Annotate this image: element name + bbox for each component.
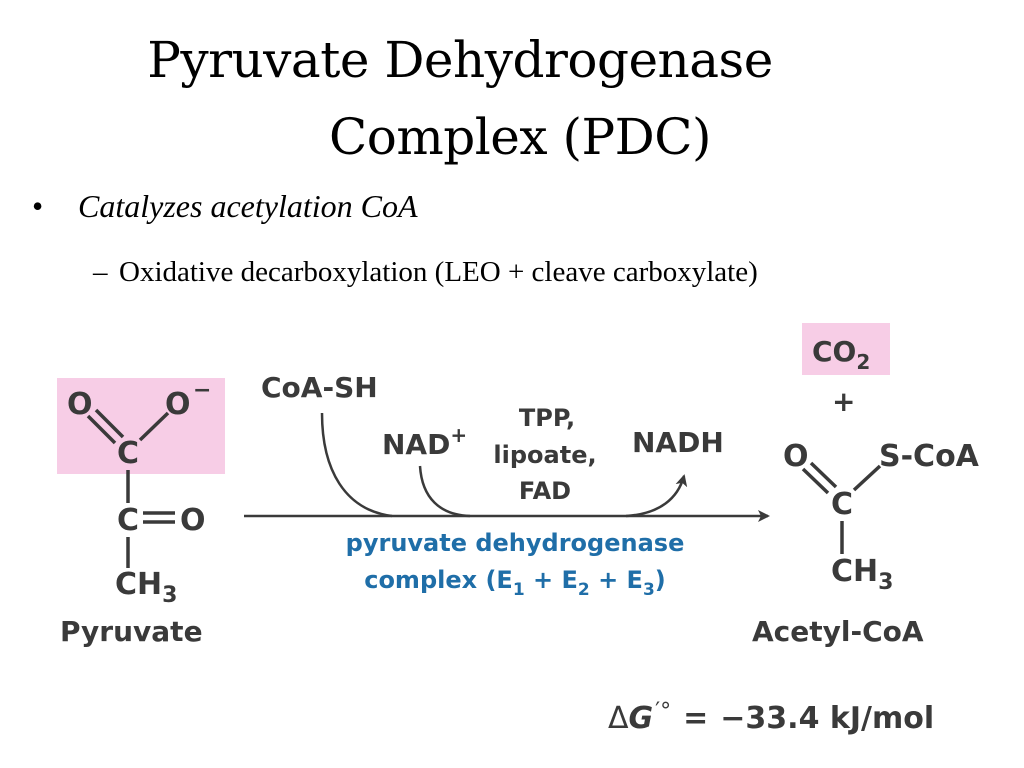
delta-g-expression: ΔG′°=−33.4 kJ/mol [608, 699, 934, 736]
sub-bullet-mark: – [93, 256, 108, 288]
pyruvate-c-keto: C [117, 503, 139, 538]
pyruvate-o-right: O [165, 387, 191, 422]
bullet-mark: • [32, 188, 44, 224]
sub-bullet-oxidative: –Oxidative decarboxylation (LEO + cleave… [93, 256, 758, 289]
nadh-label: NADH [632, 426, 724, 459]
delta-g: ΔG′°=−33.4 kJ/mol [608, 699, 934, 736]
cofactor-fad: FAD [519, 477, 571, 505]
bond-c-o-double-a [86, 414, 117, 445]
cofactor-lipoate: lipoate, [493, 441, 596, 469]
carboxylate-highlight [57, 378, 225, 474]
product-plus: + [832, 385, 855, 418]
bullet-text: Catalyzes acetylation CoA [78, 188, 418, 224]
reaction-arrow-group: CoA-SH NAD+ TPP, lipoate, FAD NADH pyruv… [244, 371, 770, 600]
cofactor-tpp: TPP, [519, 404, 575, 432]
pyruvate-o-charge: − [193, 378, 211, 403]
acetyl-bond-co-b [809, 461, 838, 489]
pyruvate-structure: O O − C C O CH3 Pyruvate [57, 378, 225, 648]
bond-c-o-single [138, 411, 170, 442]
acetyl-coa-label: Acetyl-CoA [752, 615, 924, 648]
acetyl-ch3: CH3 [831, 554, 893, 595]
pyruvate-ch3: CH3 [115, 567, 177, 608]
enzyme-name-line1: pyruvate dehydrogenase [346, 529, 685, 557]
acetyl-bond-cs [852, 464, 882, 492]
nadh-curve [625, 474, 688, 518]
sub-bullet-text: Oxidative decarboxylation (LEO + cleave … [119, 256, 758, 288]
pyruvate-o-keto: O [180, 503, 206, 538]
bullet-catalyzes: • Catalyzes acetylation CoA [32, 188, 418, 225]
pyruvate-label: Pyruvate [60, 615, 203, 648]
co2-label: CO2 [812, 335, 870, 374]
acetyl-bond-co-a [801, 467, 830, 495]
nad-curve [418, 465, 471, 518]
coa-sh-label: CoA-SH [261, 371, 378, 404]
bond-c-o-double-b [94, 408, 125, 439]
co2-highlight [802, 323, 890, 375]
enzyme-name-line2: complex (E1 + E2 + E3) [364, 566, 666, 600]
coa-sh-curve [320, 412, 393, 518]
pyruvate-c-carboxyl: C [117, 436, 139, 471]
nad-label: NAD+ [382, 423, 467, 461]
slide-title-line2: Complex (PDC) [329, 108, 711, 166]
acetyl-s-coa: S-CoA [879, 439, 980, 474]
slide-title-line1: Pyruvate Dehydrogenase [147, 31, 773, 89]
product-structures: CO2 + O S-CoA C CH3 Acetyl-CoA [752, 323, 980, 648]
acetyl-c: C [831, 487, 853, 522]
